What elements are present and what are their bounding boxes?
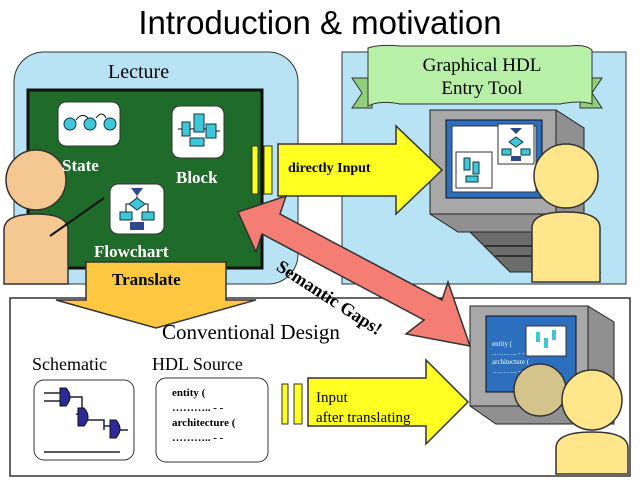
- monitor-mini-block-icon: [536, 330, 556, 348]
- semantic-gaps-arrow: [236, 194, 472, 347]
- bottom-user-persons: [513, 363, 629, 475]
- top-user-person: [531, 143, 601, 283]
- monitor-block-icon: [455, 151, 493, 189]
- monitor-code-line: entity (: [492, 340, 513, 348]
- block-label: Block: [176, 168, 218, 187]
- conventional-label: Conventional Design: [162, 320, 340, 344]
- lecturer-person: [3, 149, 105, 285]
- state-label: State: [62, 156, 99, 175]
- banner-ribbon: [351, 44, 603, 109]
- monitor-code-line: ……….. - -: [492, 367, 525, 375]
- monitor-code-line: architecture (: [492, 358, 530, 366]
- input-after-arrow: [281, 358, 470, 446]
- monitor-flowchart-icon: [497, 123, 535, 165]
- hdl-source-box: [155, 377, 269, 463]
- schematic-label: Schematic: [32, 354, 107, 374]
- lecture-label: Lecture: [108, 61, 170, 83]
- direct-input-arrow: [251, 124, 444, 216]
- banner-title: Graphical HDL Entry Tool: [372, 54, 592, 100]
- translate-arrow: [55, 261, 257, 329]
- block-icon: [171, 105, 225, 159]
- input-after-line-1: Input: [316, 390, 348, 406]
- hdl-source-label: HDL Source: [152, 354, 243, 374]
- page-title: Introduction & motivation: [138, 4, 502, 41]
- flowchart-icon: [109, 183, 165, 235]
- banner-line-1: Graphical HDL: [422, 55, 542, 76]
- direct-input-label: directly Input: [288, 161, 371, 176]
- monitor-code-line: ……….. - -: [492, 349, 525, 357]
- banner-line-2: Entry Tool: [441, 78, 523, 99]
- translate-label: Translate: [112, 270, 181, 289]
- hdl-line: architecture (: [172, 417, 236, 429]
- schematic-icon: [33, 379, 135, 461]
- hdl-source-code: entity ( ……….. - - architecture ( ……….. …: [172, 386, 235, 446]
- input-after-line-2: after translating: [316, 410, 411, 426]
- input-after-label: Input after translating: [316, 388, 411, 428]
- monitor-code: entity ( ……….. - - architecture ( ……….. …: [492, 340, 529, 376]
- hdl-line: entity (: [172, 387, 206, 399]
- hdl-line: ……….. - -: [172, 432, 224, 444]
- state-icon: [57, 101, 121, 147]
- flowchart-label: Flowchart: [94, 242, 169, 261]
- hdl-line: ……….. - -: [172, 402, 224, 414]
